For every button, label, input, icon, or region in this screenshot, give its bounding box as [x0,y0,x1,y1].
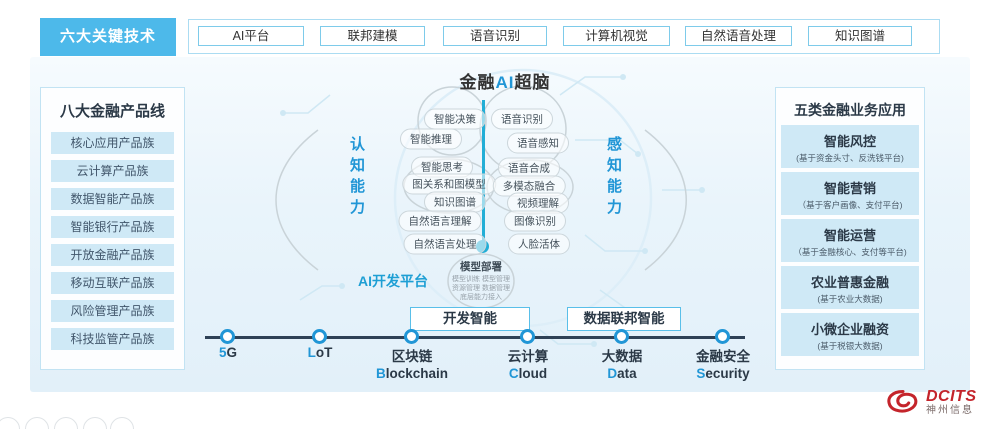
capability-bubble: 多模态融合 [492,175,566,197]
tab-nlp[interactable]: 自然语音处理 [685,26,792,46]
tab-six-key-technologies[interactable]: 六大关键技术 [40,18,176,56]
product-line-item: 科技监管产品族 [51,328,174,350]
tab-computer-vision[interactable]: 计算机视觉 [563,26,670,46]
timeline-label-blockchain: 区块链 Blockchain [375,349,449,381]
capability-bubble: 智能推理 [400,128,462,150]
perception-ability-label: 感知能力 [605,136,622,220]
capability-bubble: 人脸活体 [508,233,570,255]
right-panel-title: 五类金融业务应用 [794,102,906,118]
model-deploy-detail: 资源管理 数据管理 [452,285,510,292]
timeline-node [614,329,629,344]
capability-bubble: 语音识别 [491,108,553,130]
player-control-icon[interactable] [54,417,78,429]
product-line-item: 移动互联产品族 [51,272,174,294]
business-app-item: 智能风控 (基于资金头寸、反洗钱平台) [781,125,919,168]
business-app-subtitle: (基于资金头寸、反洗钱平台) [796,153,904,163]
capability-bubble: 自然语言理解 [398,210,482,232]
business-app-title: 智能运营 [823,228,876,243]
business-app-title: 小微企业融资 [810,322,889,337]
business-app-subtitle: （基于客户画像、支付平台) [797,200,903,210]
dcits-logo: DCITS 神州信息 [884,387,977,417]
logo-brand: DCITS [926,387,977,405]
capability-bubble: 自然语言处理 [403,233,487,255]
logo-name: 神州信息 [926,404,974,416]
timeline-node [220,329,235,344]
product-line-item: 数据智能产品族 [51,188,174,210]
business-app-subtitle: (基于税银大数据) [817,341,883,351]
business-app-title: 智能营销 [823,181,876,196]
product-line-item: 智能银行产品族 [51,216,174,238]
left-panel: 八大金融产品线 核心应用产品族 云计算产品族 数据智能产品族 智能银行产品族 开… [40,87,185,370]
player-control-icon[interactable] [83,417,107,429]
dcits-swirl-icon [887,390,918,413]
cognitive-ability-label: 认知能力 [348,136,365,220]
business-app-item: 农业普惠金融 (基于农业大数据) [781,266,919,309]
model-deploy-detail: 底层能力接入 [460,294,502,301]
tab-knowledge-graph[interactable]: 知识图谱 [808,26,912,46]
brain-title: 金融AI超脑 [459,73,551,92]
player-control-icon[interactable] [25,417,49,429]
tab-federated-modeling[interactable]: 联邦建模 [320,26,425,46]
player-control-icon[interactable] [0,417,20,429]
ai-dev-platform-label: AI开发平台 [358,273,428,289]
tab-speech-recognition[interactable]: 语音识别 [443,26,547,46]
timeline-node [520,329,535,344]
timeline-label-security: 金融安全 Security [696,349,750,381]
product-line-item: 云计算产品族 [51,160,174,182]
capability-bubble: 语音合成 [498,157,560,179]
product-line-item: 核心应用产品族 [51,132,174,154]
business-app-subtitle: (基于农业大数据) [817,294,883,304]
business-app-item: 小微企业融资 (基于税银大数据) [781,313,919,356]
develop-intelligence-box: 开发智能 [410,307,530,331]
data-federation-box: 数据联邦智能 [567,307,681,331]
tab-ai-platform[interactable]: AI平台 [198,26,304,46]
business-app-title: 智能风控 [823,134,876,149]
model-deploy-title: 模型部署 [460,261,502,273]
left-panel-title: 八大金融产品线 [59,103,165,120]
timeline-label-cloud: 云计算 Cloud [507,349,549,381]
capability-bubble: 图像识别 [504,210,566,232]
capability-bubble: 知识图谱 [424,191,486,213]
business-app-item: 智能运营 （基于金融核心、支付等平台) [781,219,919,262]
timeline-label-lot: LoT [307,345,333,360]
center-divider-line [482,100,485,246]
product-line-item: 风险管理产品族 [51,300,174,322]
business-app-item: 智能营销 （基于客户画像、支付平台) [781,172,919,215]
player-control-icon[interactable] [110,417,134,429]
timeline-node [715,329,730,344]
model-deploy-detail: 模型训练 模型管理 [452,276,510,283]
timeline-node [312,329,327,344]
right-panel: 五类金融业务应用 智能风控 (基于资金头寸、反洗钱平台) 智能营销 （基于客户画… [775,87,925,370]
business-app-subtitle: （基于金融核心、支付等平台) [793,247,907,257]
timeline-label-5g: 5G [218,345,238,360]
timeline-label-bigdata: 大数据 Data [601,349,643,381]
timeline-line [205,336,745,339]
timeline-node [404,329,419,344]
business-app-title: 农业普惠金融 [810,275,889,290]
capability-bubble: 智能决策 [424,108,486,130]
capability-bubble: 语音感知 [507,132,569,154]
product-line-item: 开放金融产品族 [51,244,174,266]
